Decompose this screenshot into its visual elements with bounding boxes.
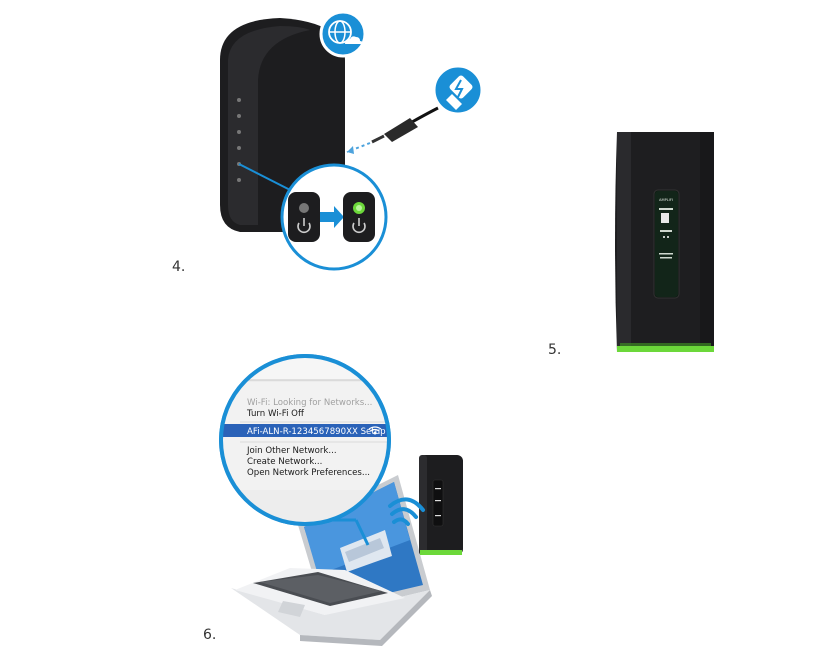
menu-item-turn-wifi-off[interactable]: Turn Wi-Fi Off [246,409,305,419]
menu-item-create-network[interactable]: Create Network... [247,457,322,467]
menu-item-join-other[interactable]: Join Other Network... [246,446,337,456]
power-icon [352,218,366,234]
menu-item-highlight [221,424,389,437]
menu-item-open-preferences[interactable]: Open Network Preferences... [247,468,370,478]
device-touchscreen [653,189,680,299]
router-led-strip [237,98,241,182]
wifi-menu-zoom: Wi-Fi: Looking for Networks... Turn Wi-F… [221,356,389,524]
router-small [419,455,463,555]
step-number-5: 5. [548,342,562,358]
power-button-zoom [280,163,388,271]
power-icon [297,218,311,234]
wifi-icon [368,426,382,435]
step-number-4: 4. [172,259,186,275]
menu-item-network-setup[interactable]: AFi-ALN-R-1234567890XX Setup [247,427,386,437]
step-number-6: 6. [203,627,217,643]
power-cable [346,106,439,154]
globe-cloud-icon [319,10,367,58]
power-plug-icon [432,64,484,116]
arrow-right-icon [320,206,344,228]
wifi-signal-waves [388,497,425,526]
device-screen-brand: AMPLIFI [659,198,673,202]
menu-item-wifi-status: Wi-Fi: Looking for Networks... [247,398,372,408]
